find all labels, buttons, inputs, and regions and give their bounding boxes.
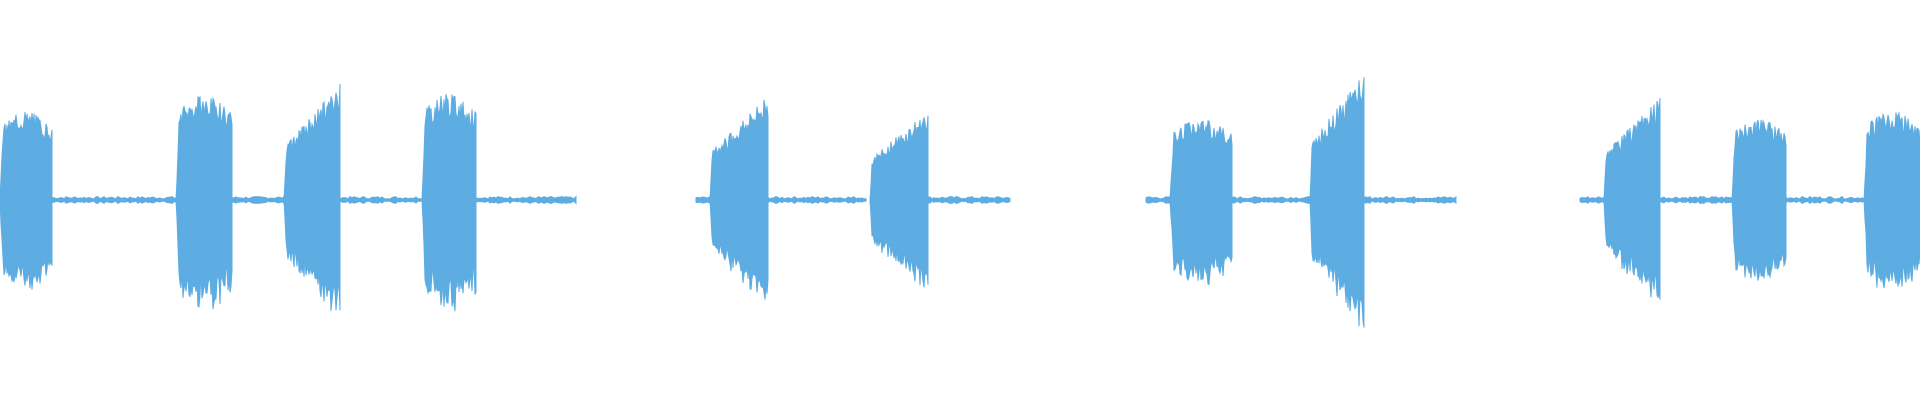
noise-tail-9 <box>1231 195 1319 205</box>
noise-tail-3 <box>339 195 423 205</box>
audio-burst-11 <box>1863 111 1920 288</box>
noise-tail-1 <box>51 195 177 205</box>
audio-burst-4 <box>421 94 477 312</box>
audio-burst-7 <box>1169 120 1233 286</box>
noise-tail-6 <box>767 195 867 205</box>
audio-burst-9 <box>1603 97 1661 300</box>
noise-tail-7 <box>927 196 1011 204</box>
noise-tail-4 <box>475 195 577 205</box>
noise-tail-5 <box>695 195 711 205</box>
noise-tail-13 <box>1785 195 1865 205</box>
audio-burst-1 <box>0 111 53 290</box>
noise-tail-8 <box>1145 196 1171 204</box>
audio-burst-10 <box>1731 118 1787 281</box>
noise-tail-2 <box>231 195 285 205</box>
audio-burst-2 <box>175 95 233 310</box>
noise-tail-10 <box>1363 195 1457 205</box>
audio-burst-5 <box>709 99 769 300</box>
audio-burst-8 <box>1309 77 1365 328</box>
audio-burst-3 <box>283 83 341 311</box>
noise-tail-12 <box>1659 196 1733 204</box>
audio-burst-6 <box>869 115 929 288</box>
noise-tail-11 <box>1579 196 1605 204</box>
